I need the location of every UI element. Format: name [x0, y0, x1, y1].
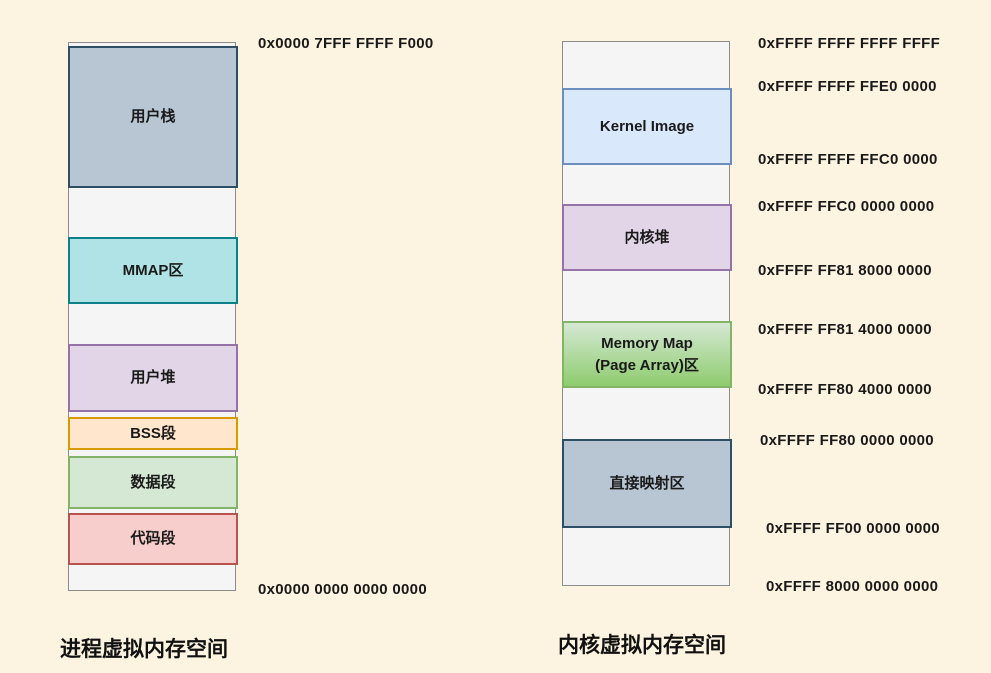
- block-mmap-region: MMAP区: [68, 237, 238, 304]
- block-code-segment: 代码段: [68, 513, 238, 565]
- address-label-kernel-7: 0xFFFF FF80 0000 0000: [760, 432, 934, 449]
- address-label-kernel-1: 0xFFFF FFFF FFE0 0000: [758, 78, 937, 95]
- block-user-heap: 用户堆: [68, 344, 238, 412]
- address-label-kernel-4: 0xFFFF FF81 8000 0000: [758, 262, 932, 279]
- block-direct-mapping: 直接映射区: [562, 439, 732, 528]
- block-user-stack: 用户栈: [68, 46, 238, 188]
- address-label-process-bottom: 0x0000 0000 0000 0000: [258, 581, 427, 598]
- kernel-space-caption: 内核虚拟内存空间: [558, 634, 726, 657]
- address-label-kernel-0: 0xFFFF FFFF FFFF FFFF: [758, 35, 941, 52]
- process-space-caption: 进程虚拟内存空间: [60, 638, 228, 661]
- block-memory-map: Memory Map (Page Array)区: [562, 321, 732, 388]
- block-data-segment: 数据段: [68, 456, 238, 509]
- address-label-process-top: 0x0000 7FFF FFFF F000: [258, 35, 434, 52]
- address-label-kernel-3: 0xFFFF FFC0 0000 0000: [758, 198, 935, 215]
- kernel-memory-column: Kernel Image 内核堆 Memory Map (Page Array)…: [562, 41, 732, 586]
- address-label-kernel-2: 0xFFFF FFFF FFC0 0000: [758, 151, 938, 168]
- block-bss-segment: BSS段: [68, 417, 238, 450]
- address-label-kernel-6: 0xFFFF FF80 4000 0000: [758, 381, 932, 398]
- block-kernel-heap: 内核堆: [562, 204, 732, 271]
- address-label-kernel-8: 0xFFFF FF00 0000 0000: [766, 520, 940, 537]
- process-memory-column: 用户栈 MMAP区 用户堆 BSS段 数据段 代码段: [68, 42, 238, 591]
- address-label-kernel-5: 0xFFFF FF81 4000 0000: [758, 321, 932, 338]
- address-label-kernel-9: 0xFFFF 8000 0000 0000: [766, 578, 939, 595]
- block-kernel-image: Kernel Image: [562, 88, 732, 165]
